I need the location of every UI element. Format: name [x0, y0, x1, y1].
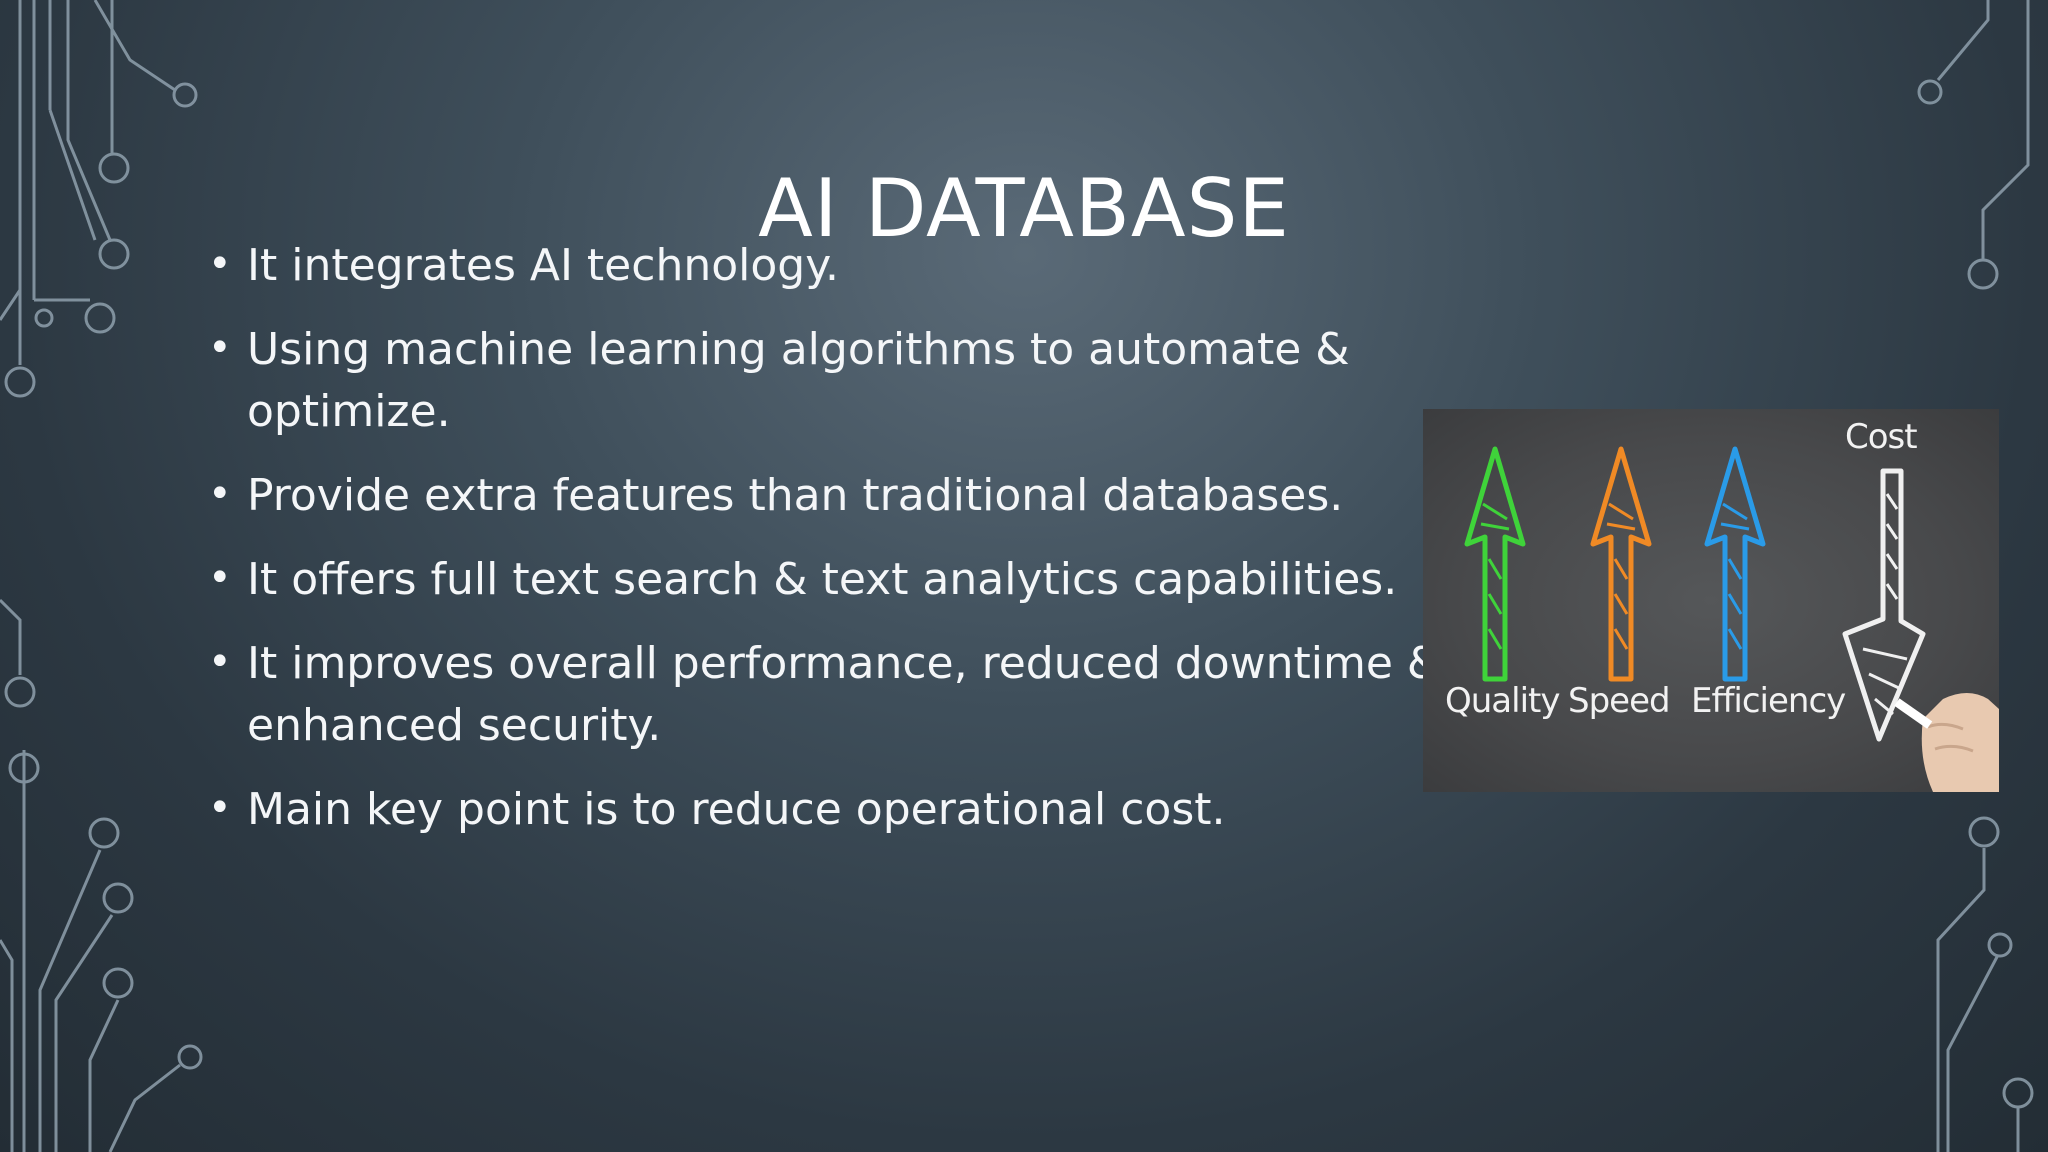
quality-speed-efficiency-cost-illustration: Quality Speed Efficiency Cost	[1423, 409, 1999, 792]
efficiency-label: Efficiency	[1691, 681, 1846, 721]
bullet-text: Main key point is to reduce operational …	[247, 784, 1226, 835]
bullet-item: • Provide extra features than traditiona…	[205, 465, 1430, 527]
bullet-marker: •	[208, 325, 232, 371]
bullet-item: • Main key point is to reduce operationa…	[205, 779, 1430, 841]
bullet-text-continued: enhanced security.	[247, 700, 662, 751]
bullet-item: • Using machine learning algorithms to a…	[205, 319, 1430, 443]
bullet-text: It offers full text search & text analyt…	[247, 554, 1398, 605]
cost-down-arrow-icon	[1842, 468, 1926, 742]
bullet-item: • It offers full text search & text anal…	[205, 549, 1430, 611]
bullet-marker: •	[208, 555, 232, 601]
hand-with-chalk-icon	[1894, 693, 1999, 792]
bullet-list: • It integrates AI technology. • Using m…	[205, 235, 1430, 863]
slide-title: AI DATABASE	[758, 161, 1290, 255]
bullet-text: It integrates AI technology.	[247, 240, 839, 291]
quality-up-arrow-icon	[1464, 446, 1526, 682]
bullet-item: • It integrates AI technology.	[205, 235, 1430, 297]
bullet-text: Provide extra features than traditional …	[247, 470, 1344, 521]
chalk-arrows-graphic	[1464, 446, 1999, 792]
bullet-text-continued: optimize.	[247, 386, 451, 437]
bullet-marker: •	[208, 241, 232, 287]
bullet-marker: •	[208, 471, 232, 517]
bullet-text: Using machine learning algorithms to aut…	[247, 324, 1350, 375]
quality-label: Quality	[1445, 681, 1560, 721]
bullet-item: • It improves overall performance, reduc…	[205, 633, 1430, 757]
bullet-text: It improves overall performance, reduced…	[247, 638, 1430, 689]
speed-up-arrow-icon	[1590, 446, 1652, 682]
bullet-marker: •	[208, 785, 232, 831]
bullet-marker: •	[208, 639, 232, 685]
speed-label: Speed	[1568, 681, 1671, 721]
cost-label: Cost	[1845, 417, 1918, 457]
efficiency-up-arrow-icon	[1704, 446, 1766, 682]
